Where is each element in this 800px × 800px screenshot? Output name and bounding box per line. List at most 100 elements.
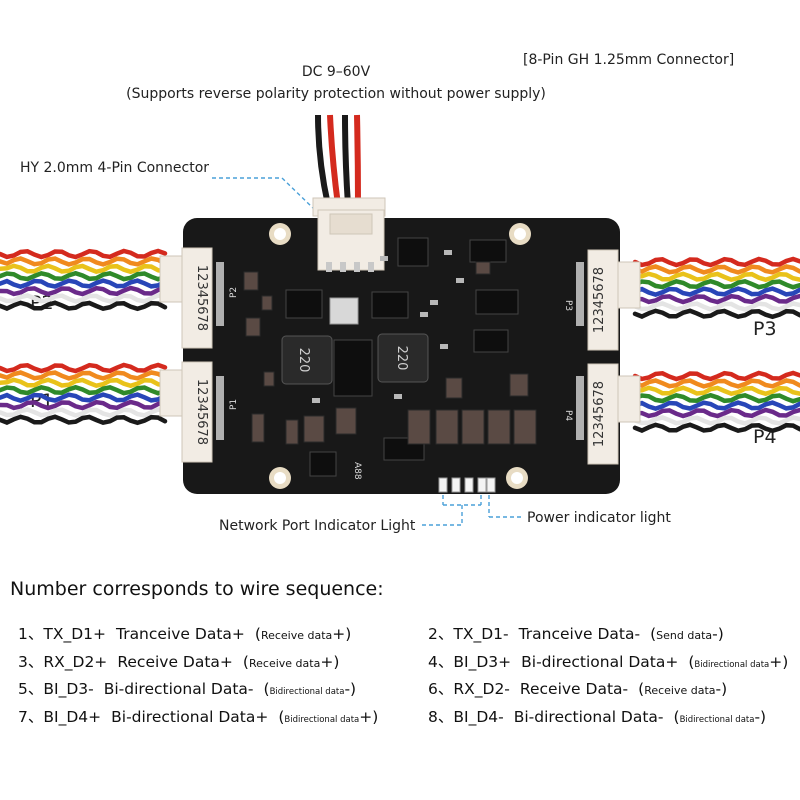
wire bbox=[0, 278, 168, 289]
wire bbox=[0, 399, 168, 411]
silk-p2: P2 bbox=[229, 287, 239, 298]
pinout-row: 3、RX_D2+Receive Data+(Receive data+) bbox=[18, 650, 339, 672]
dc-note-label: (Supports reverse polarity protection wi… bbox=[126, 86, 546, 102]
pinout-heading: Number corresponds to wire sequence: bbox=[10, 578, 384, 600]
ics bbox=[285, 237, 519, 477]
wire bbox=[632, 278, 800, 290]
pin-sequence-p2: 12345678 bbox=[194, 265, 209, 331]
inductor-2-marking: 220 bbox=[394, 346, 409, 371]
pinout-row: 7、BI_D4+ Bi-directional Data+ (Bidirection… bbox=[18, 705, 378, 727]
pin-number: 8、 bbox=[428, 708, 454, 726]
pin-signal: RX_D2+ bbox=[43, 653, 108, 671]
hy-connector-label: HY 2.0mm 4-Pin Connector bbox=[20, 160, 210, 176]
pin-signal: BI_D4+ bbox=[43, 708, 102, 726]
pin-note-close: -) bbox=[754, 708, 767, 726]
pin-note: Bidirectional data bbox=[269, 687, 345, 697]
pin-note-open: ( bbox=[688, 653, 695, 671]
wire bbox=[0, 377, 168, 389]
pin-note: Bidirectional data bbox=[284, 715, 360, 725]
pin-sequence-p4: 12345678 bbox=[592, 381, 607, 447]
wire bbox=[0, 392, 168, 403]
pin-number: 1、 bbox=[18, 625, 44, 643]
wire bbox=[632, 385, 800, 397]
pin-note-open: ( bbox=[242, 653, 249, 671]
wire-bundle-p2 bbox=[0, 248, 168, 312]
wire-bundle-p1 bbox=[0, 362, 168, 426]
pin-number: 2、 bbox=[428, 625, 454, 643]
wire bbox=[632, 293, 800, 305]
wire bbox=[632, 286, 800, 297]
pin-description: Bi-directional Data- bbox=[513, 708, 664, 726]
pin-note: Receive data bbox=[644, 684, 716, 697]
pin-note: Bidirectional data bbox=[679, 715, 755, 725]
pin-description: Tranceive Data+ bbox=[116, 625, 245, 643]
wire bbox=[0, 256, 168, 267]
inductor-1: 220 bbox=[281, 335, 333, 385]
pin-note: Receive data bbox=[248, 657, 321, 670]
pin-note-close: -) bbox=[712, 625, 724, 643]
wire bbox=[632, 400, 800, 411]
pinout-row: 5、BI_D3-Bi-directional Data-(Bidirection… bbox=[18, 677, 356, 699]
wire bbox=[632, 301, 800, 312]
power-light-label: Power indicator light bbox=[527, 510, 671, 526]
pin-note-close: -) bbox=[715, 680, 728, 698]
wire-bundle-p4 bbox=[632, 370, 800, 434]
small-smd bbox=[312, 250, 464, 403]
wire bbox=[632, 415, 800, 426]
pin-signal: RX_D2- bbox=[453, 680, 510, 698]
pinout-row: 1、TX_D1+Tranceive Data+(Receive data+) bbox=[18, 622, 351, 644]
pin-description: Tranceive Data- bbox=[518, 625, 641, 643]
silk-p1: P1 bbox=[229, 399, 239, 410]
pin-description: Bi-directional Data+ bbox=[521, 653, 679, 671]
port-label-p3: P3 bbox=[753, 318, 777, 340]
inductor-2: 220 bbox=[377, 333, 429, 383]
chip-marking: A88 bbox=[352, 462, 362, 480]
pin-note: Send data bbox=[656, 629, 713, 642]
wire-bundle-p3 bbox=[632, 256, 800, 320]
pin-note-close: +) bbox=[769, 653, 789, 671]
network-light-label: Network Port Indicator Light bbox=[219, 518, 416, 534]
pin-number: 5、 bbox=[18, 680, 44, 698]
wire bbox=[0, 293, 168, 304]
pin-note-open: ( bbox=[254, 625, 261, 643]
pinout-row: 4、BI_D3+Bi-directional Data+(Bidirection… bbox=[428, 650, 788, 672]
pin-number: 3、 bbox=[18, 653, 44, 671]
gh-connector-p1: 12345678 bbox=[159, 361, 213, 463]
hy-power-connector bbox=[312, 197, 386, 272]
wire bbox=[632, 264, 800, 275]
smd-part bbox=[329, 297, 359, 325]
pin-signal: BI_D3- bbox=[43, 680, 94, 698]
wire bbox=[632, 422, 800, 434]
pin-note-close: +) bbox=[320, 653, 340, 671]
wire bbox=[632, 271, 800, 283]
pin-strips bbox=[216, 262, 584, 440]
pin-note-close: -) bbox=[344, 680, 357, 698]
hy-callout bbox=[212, 177, 314, 209]
wire bbox=[0, 285, 168, 297]
pin-signal: BI_D4- bbox=[453, 708, 504, 726]
silk-p3: P3 bbox=[563, 300, 573, 311]
pin-description: Bi-directional Data+ bbox=[111, 708, 269, 726]
pin-note: Bidirectional data bbox=[694, 660, 770, 670]
pin-signal: TX_D1- bbox=[453, 625, 509, 643]
pin-sequence-p1: 12345678 bbox=[194, 379, 209, 445]
wire bbox=[0, 270, 168, 282]
dc-power-wires bbox=[315, 114, 361, 206]
wire bbox=[0, 414, 168, 426]
pin-number: 7、 bbox=[18, 708, 44, 726]
gh-connector-p2: 12345678 bbox=[159, 247, 213, 349]
wire bbox=[632, 392, 800, 404]
pin-note: Receive data bbox=[260, 629, 333, 642]
indicator-callouts bbox=[422, 495, 522, 526]
wire bbox=[0, 248, 168, 260]
pin-description: Bi-directional Data- bbox=[103, 680, 254, 698]
pin-number: 4、 bbox=[428, 653, 454, 671]
pin-sequence-p3: 12345678 bbox=[592, 267, 607, 333]
pin-note-open: ( bbox=[650, 625, 657, 643]
pin-note-open: ( bbox=[638, 680, 645, 698]
wire bbox=[0, 407, 168, 418]
wire bbox=[632, 370, 800, 382]
dc-input-label: DC 9–60V bbox=[301, 64, 371, 80]
pin-note-open: ( bbox=[278, 708, 285, 726]
pin-signal: TX_D1+ bbox=[43, 625, 106, 643]
